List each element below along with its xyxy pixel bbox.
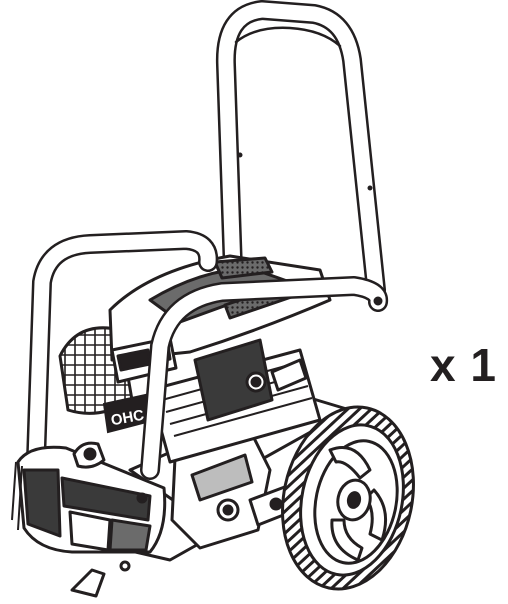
pump-unit: [170, 428, 298, 550]
lower-frame: [26, 230, 389, 480]
quantity-label: x 1: [430, 339, 497, 391]
front-housing: [11, 441, 167, 598]
wheel: [281, 405, 415, 591]
handle-frame: [215, 0, 386, 300]
